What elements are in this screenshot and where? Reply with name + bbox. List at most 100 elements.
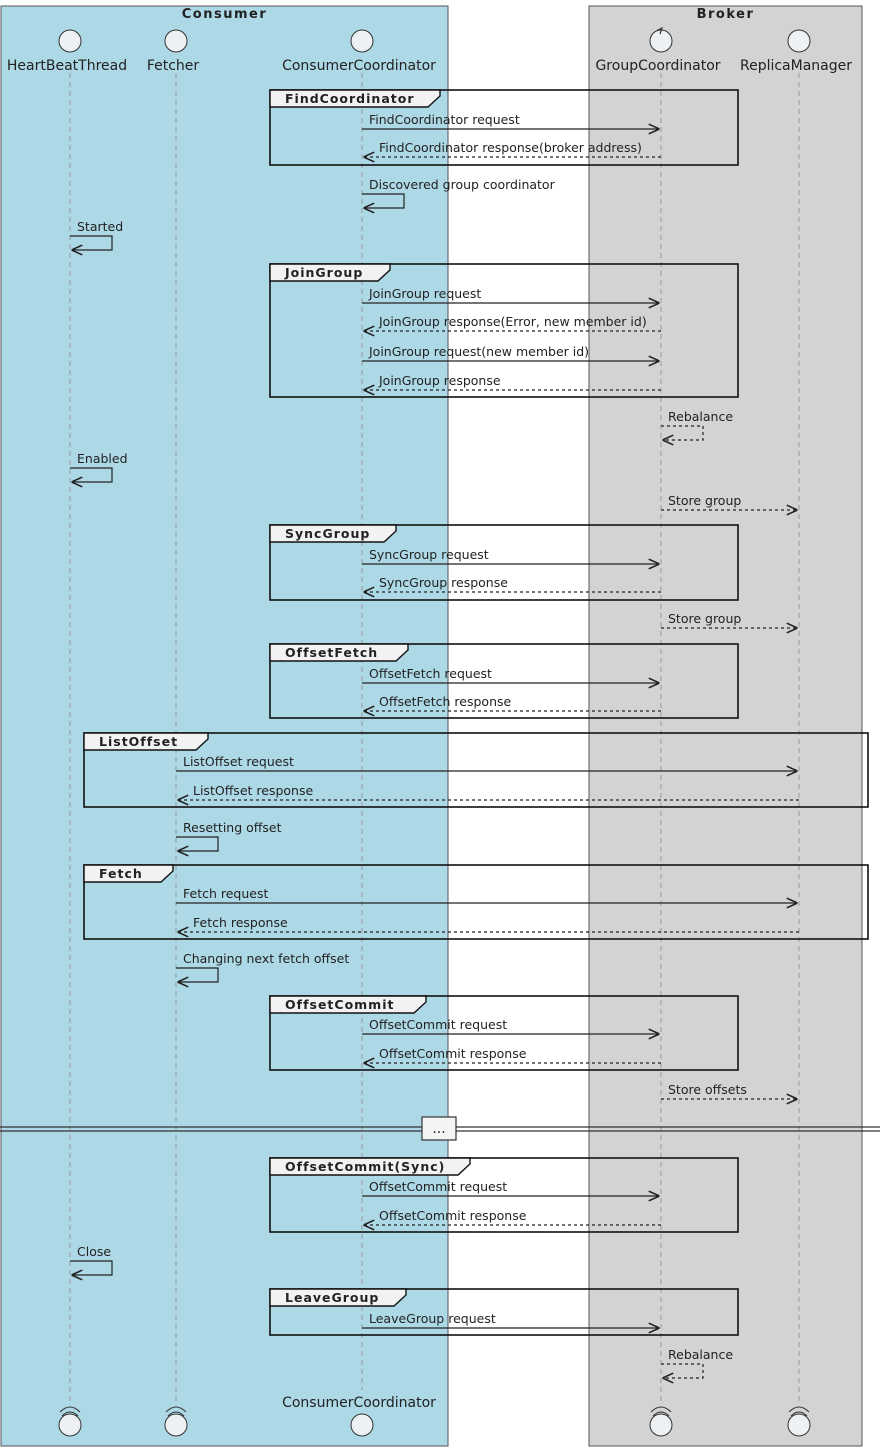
participant-foot-heartbeatthread — [58, 1406, 82, 1437]
message-3: Discovered group coordinator — [362, 177, 556, 208]
participant-foot-fetcher — [164, 1406, 188, 1437]
entity-icon — [58, 1413, 82, 1437]
message-1: FindCoordinator request — [362, 112, 659, 129]
divider-label: ... — [432, 1121, 445, 1137]
fragment-label: OffsetCommit(Sync) — [285, 1159, 445, 1174]
fragment-frame — [83, 732, 869, 808]
fragment-tab — [269, 643, 409, 662]
message-27: OffsetCommit response — [364, 1208, 661, 1225]
entity-underline-icon — [165, 1406, 187, 1417]
fragment-frame — [269, 1288, 739, 1336]
message-label: Store group — [668, 611, 741, 626]
fragment-tab — [269, 1288, 407, 1307]
message-6: JoinGroup response(Error, new member id) — [364, 314, 661, 331]
message-label: Enabled — [77, 451, 128, 466]
participant-label: ReplicaManager — [740, 58, 852, 74]
box-consumer-title: Consumer — [182, 7, 268, 22]
fragment-label: JoinGroup — [284, 265, 363, 280]
message-label: OffsetCommit response — [379, 1046, 527, 1061]
message-14: Store group — [661, 611, 797, 628]
message-label: Store offsets — [668, 1082, 747, 1097]
entity-icon — [164, 29, 188, 53]
message-20: Fetch request — [176, 886, 797, 903]
control-arrow-icon — [650, 1406, 672, 1417]
fragment-label: ListOffset — [99, 734, 178, 749]
fragment-frame — [269, 263, 739, 398]
box-consumer: Consumer — [0, 5, 449, 1447]
participant-heartbeatthread: HeartBeatThread — [7, 29, 127, 74]
message-label: Close — [77, 1244, 111, 1259]
fragment-frame — [269, 89, 739, 166]
message-label: OffsetFetch request — [369, 666, 492, 681]
fragment-1: FindCoordinator — [269, 89, 739, 166]
message-label: Fetch response — [193, 915, 288, 930]
box-broker-title: Broker — [697, 7, 755, 22]
message-10: Enabled — [70, 451, 128, 482]
message-label: JoinGroup response(Error, new member id) — [378, 314, 647, 329]
message-label: SyncGroup request — [369, 547, 489, 562]
self-message-arrow — [661, 1363, 704, 1378]
fragment-label: OffsetFetch — [285, 645, 378, 660]
message-label: JoinGroup request(new member id) — [368, 344, 589, 359]
message-label: Started — [77, 219, 123, 234]
self-message-arrow — [70, 1260, 113, 1275]
control-icon — [649, 29, 673, 53]
entity-icon — [58, 29, 82, 53]
message-label: Changing next fetch offset — [183, 951, 349, 966]
fragment-tab — [269, 524, 397, 543]
fragment-label: FindCoordinator — [285, 91, 414, 106]
message-label: OffsetFetch response — [379, 694, 512, 709]
entity-underline-icon — [59, 1406, 81, 1417]
fragment-frame — [269, 995, 739, 1071]
message-13: SyncGroup response — [364, 575, 661, 592]
message-label: ListOffset response — [193, 783, 313, 798]
message-label: LeaveGroup request — [369, 1311, 496, 1326]
message-25: Store offsets — [661, 1082, 797, 1099]
self-message-arrow — [176, 967, 219, 982]
message-label: JoinGroup response — [378, 373, 501, 388]
message-17: ListOffset request — [176, 754, 797, 771]
message-16: OffsetFetch response — [364, 694, 661, 711]
entity-icon — [787, 1413, 811, 1437]
message-label: ListOffset request — [183, 754, 294, 769]
message-19: Resetting offset — [176, 820, 282, 851]
participant-consumercoordinator: ConsumerCoordinator — [282, 29, 436, 74]
participant-label: ConsumerCoordinator — [282, 1395, 436, 1411]
message-26: OffsetCommit request — [362, 1179, 659, 1196]
message-4: Started — [70, 219, 123, 250]
message-label: Resetting offset — [183, 820, 282, 835]
fragment-tab — [83, 864, 174, 883]
entity-icon — [350, 29, 374, 53]
entity-underline-icon — [788, 1406, 810, 1417]
participant-foot-groupcoordinator — [649, 1406, 673, 1437]
control-arrow-icon — [656, 26, 664, 35]
fragment-tab — [269, 263, 391, 282]
message-28: Close — [70, 1244, 113, 1275]
message-label: Store group — [668, 493, 741, 508]
entity-icon — [787, 29, 811, 53]
message-30: Rebalance — [661, 1347, 733, 1378]
control-icon — [649, 1413, 673, 1437]
delay-divider: ... — [0, 1116, 880, 1141]
message-label: FindCoordinator request — [369, 112, 520, 127]
message-label: Fetch request — [183, 886, 268, 901]
fragment-tab — [269, 89, 441, 108]
participant-foot-replicamanager — [787, 1406, 811, 1437]
message-label: JoinGroup request — [368, 286, 481, 301]
fragment-label: LeaveGroup — [285, 1290, 379, 1305]
fragment-frame — [269, 643, 739, 719]
message-label: SyncGroup response — [379, 575, 508, 590]
participant-label: GroupCoordinator — [595, 58, 720, 74]
fragment-label: SyncGroup — [285, 526, 370, 541]
message-label: OffsetCommit request — [369, 1017, 507, 1032]
fragment-tab — [269, 995, 427, 1014]
message-23: OffsetCommit request — [362, 1017, 659, 1034]
message-11: Store group — [661, 493, 797, 510]
message-7: JoinGroup request(new member id) — [362, 344, 659, 361]
message-label: FindCoordinator response(broker address) — [379, 140, 642, 155]
self-message-arrow — [176, 836, 219, 851]
box-broker: Broker — [588, 5, 863, 1447]
fragment-5: ListOffset — [83, 732, 869, 808]
